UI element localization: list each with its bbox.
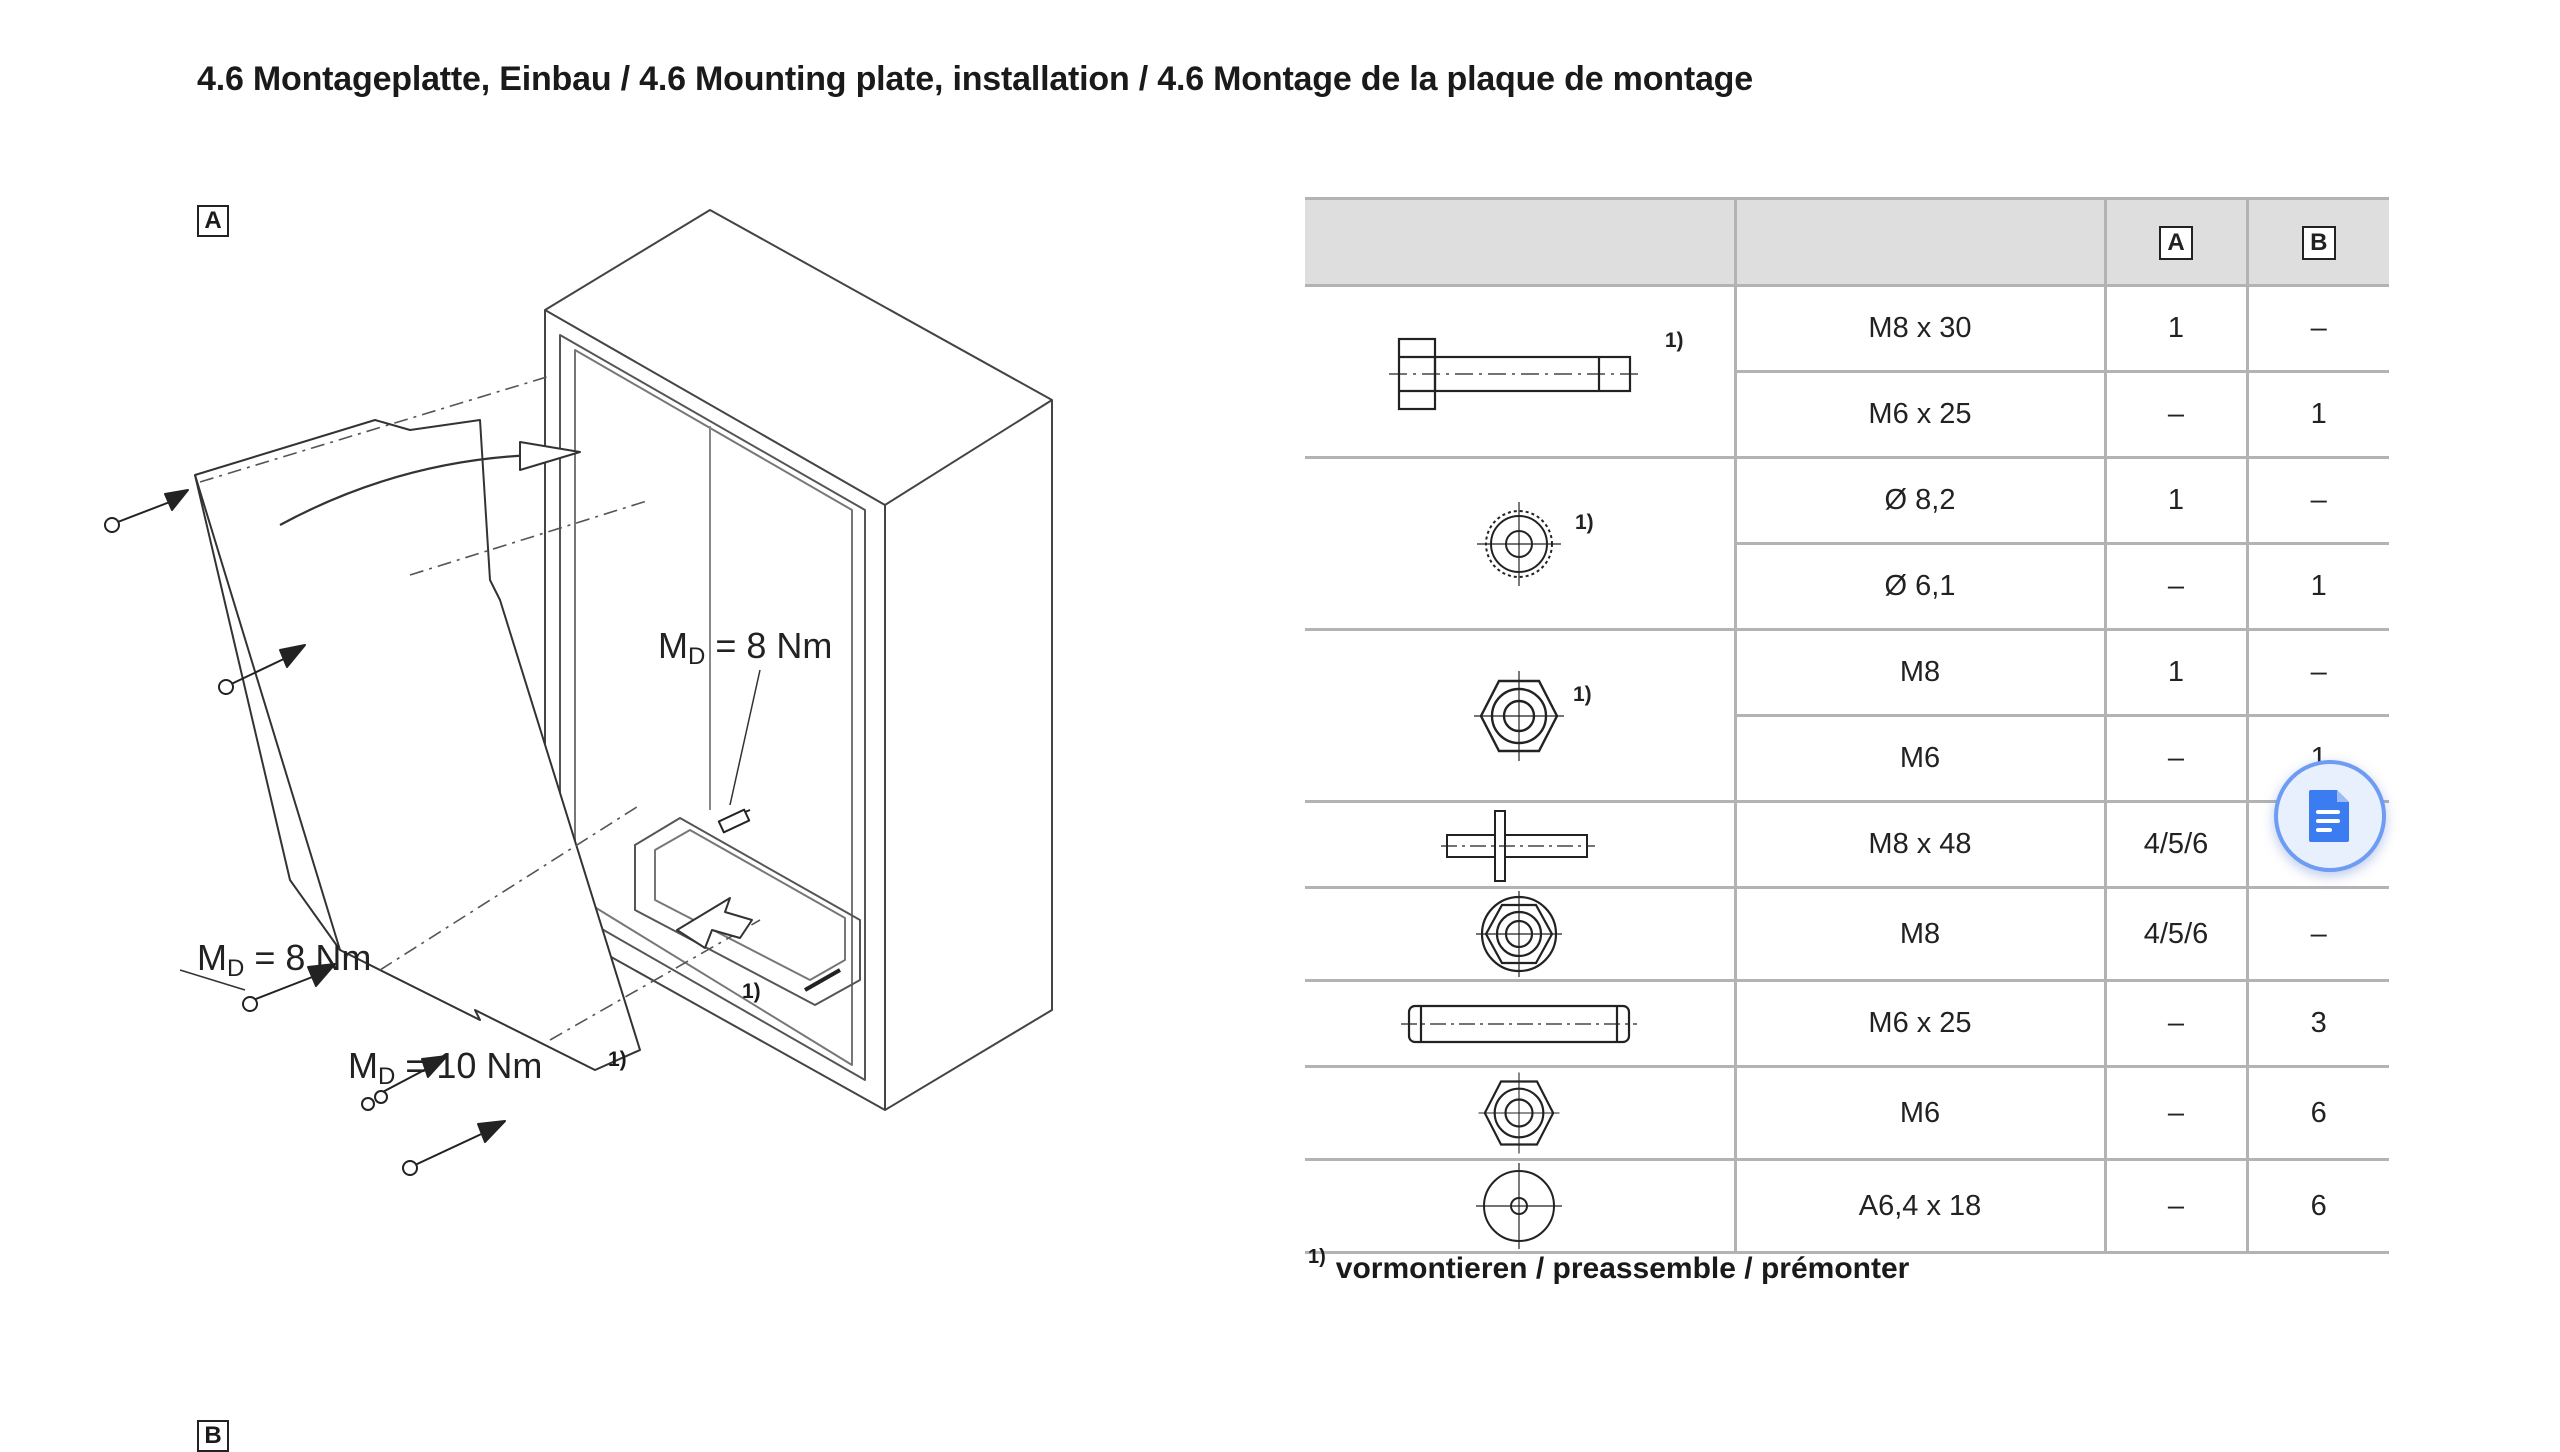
spec-cell: Ø 8,2 [1733,456,2107,545]
table-header-row: A B [1305,197,2389,287]
spec-cell: M6 x 25 [1733,979,2107,1068]
page-title: 4.6 Montageplatte, Einbau / 4.6 Mounting… [197,60,1753,98]
spec-cell: M8 [1733,628,2107,717]
torque-label-bottom: MD = 10 Nm [348,1045,543,1090]
serrated-washer-icon [1477,501,1562,586]
qty-a-cell: – [2103,1065,2249,1161]
table-row: 1) M8 x 30 1 – [1305,284,2389,459]
figure-a-label: A [197,205,229,237]
qty-b-cell: 1 [2245,542,2389,631]
table-row: A6,4 x 18 – 6 [1305,1158,2389,1254]
serrated-washer-cell: 1) [1305,456,1737,631]
qty-a-cell: – [2103,979,2249,1068]
qty-a-cell: – [2103,1158,2249,1254]
footnote-text: vormontieren / preassemble / prémonter [1335,1252,1910,1285]
spec-cell: M8 [1733,886,2107,982]
threaded-rod-icon [1401,1004,1638,1043]
spec-cell: M8 x 30 [1733,284,2107,373]
table-row: 1) M8 1 – [1305,628,2389,803]
qty-b-cell: – [2245,628,2389,717]
spec-cell: M6 x 25 [1733,370,2107,459]
table-row: 1) Ø 8,2 1 – [1305,456,2389,631]
table-row: M6 x 25 – 1 [1305,370,2389,459]
header-a-box: A [2159,225,2193,260]
table-row: Ø 6,1 – 1 [1305,542,2389,631]
figure-b-label: B [197,1420,229,1452]
table-row: M8 x 48 4/5/6 – [1305,800,2389,889]
spec-cell: M6 [1733,714,2107,803]
spec-cell: A6,4 x 18 [1733,1158,2107,1254]
table-row: M6 – 1 [1305,714,2389,803]
row-note-marker: 1) [1664,329,1684,352]
qty-a-cell: 1 [2103,284,2249,373]
qty-a-cell: 4/5/6 [2103,800,2249,889]
table-row: M6 x 25 – 3 [1305,979,2389,1068]
qty-b-cell: – [2245,886,2389,982]
table-row: M8 4/5/6 – [1305,886,2389,982]
header-spec-col [1733,197,2107,287]
threaded-rod-cell [1305,979,1737,1068]
flat-washer-icon [1476,1163,1563,1249]
qty-b-cell: – [2245,284,2389,373]
spec-cell: M6 [1733,1065,2107,1161]
figure-note-marker-1: 1) [608,1048,627,1071]
row-note-marker: 1) [1573,683,1592,706]
hex-nut-icon [1478,1072,1560,1154]
header-b-box: B [2301,225,2336,260]
torque-label-top: MD = 8 Nm [658,625,833,670]
document-assistant-button[interactable] [2274,760,2386,872]
spec-cell: M8 x 48 [1733,800,2107,889]
spacer-bolt-icon [1441,809,1596,882]
hex-nut-cell: 1) [1305,628,1737,803]
qty-a-cell: – [2103,542,2249,631]
qty-b-cell: 3 [2245,979,2389,1068]
flange-nut-cell [1305,886,1737,982]
header-icon-col [1305,197,1737,287]
hex-nut-icon [1474,670,1565,761]
header-b-col: B [2245,197,2389,287]
spacer-bolt-cell [1305,800,1737,889]
qty-a-cell: – [2103,714,2249,803]
table-row: M6 – 6 [1305,1065,2389,1161]
flat-washer-cell [1305,1158,1737,1254]
qty-a-cell: – [2103,370,2249,459]
qty-a-cell: 1 [2103,628,2249,717]
table-footnote: 1) vormontieren / preassemble / prémonter [1308,1246,1910,1286]
document-icon [2309,790,2349,842]
figure-note-marker-2: 1) [742,980,761,1003]
qty-b-cell: – [2245,456,2389,545]
hex-bolt-cell: 1) [1305,284,1737,459]
mounting-plate-drawing: MD = 8 Nm MD = 8 Nm MD = 10 Nm 1) 1) [80,190,1120,1190]
hex-bolt-icon [1389,337,1640,410]
qty-b-cell: 1 [2245,370,2389,459]
row-note-marker: 1) [1575,511,1594,534]
hex-nut-cell [1305,1065,1737,1161]
torque-label-left: MD = 8 Nm [197,937,372,982]
footnote-marker: 1) [1308,1246,1326,1268]
flange-nut-icon [1476,891,1563,977]
qty-b-cell: 6 [2245,1158,2389,1254]
qty-b-cell: 6 [2245,1065,2389,1161]
header-a-col: A [2103,197,2249,287]
spec-cell: Ø 6,1 [1733,542,2107,631]
parts-table: A B 1) M8 x 30 1 – M6 x 25 – 1 1) Ø 8,2 [1305,197,2389,1254]
qty-a-cell: 1 [2103,456,2249,545]
qty-a-cell: 4/5/6 [2103,886,2249,982]
